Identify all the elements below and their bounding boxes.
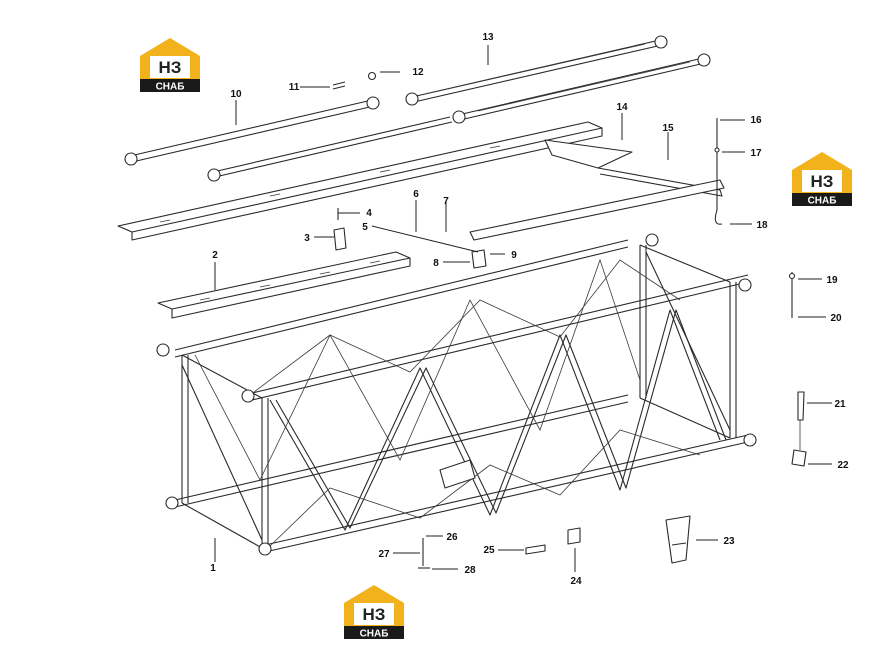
- pin-small: [332, 71, 377, 90]
- tie-rod-upper-2: [452, 53, 711, 124]
- callout-22: 22: [837, 460, 849, 471]
- callout-21: 21: [834, 399, 846, 410]
- lattice-boom-section: [156, 233, 757, 556]
- callout-5: 5: [362, 222, 368, 233]
- callout-20: 20: [830, 313, 842, 324]
- callout-14: 14: [616, 102, 628, 113]
- part-8-9-clip: [471, 249, 487, 269]
- logo-mark: НЗ: [159, 58, 182, 77]
- logo-mark: НЗ: [363, 605, 386, 624]
- logo-right: НЗ СНАБ: [792, 152, 852, 207]
- callout-7: 7: [443, 196, 449, 207]
- callout-17: 17: [750, 148, 762, 159]
- callout-19: 19: [826, 275, 838, 286]
- leader-lines: [214, 45, 832, 572]
- logo-text: СНАБ: [156, 82, 185, 93]
- callout-10: 10: [230, 89, 242, 100]
- callout-28: 28: [464, 565, 476, 576]
- callout-13: 13: [482, 32, 494, 43]
- callout-4: 4: [366, 208, 372, 219]
- callout-27: 27: [378, 549, 390, 560]
- callout-12: 12: [412, 67, 424, 78]
- callout-1: 1: [210, 563, 216, 574]
- callout-23: 23: [723, 536, 735, 547]
- tie-rod-lower: [124, 96, 380, 166]
- logo-mark: НЗ: [811, 172, 834, 191]
- part-19-20-pin: [788, 272, 796, 318]
- callout-2: 2: [212, 250, 218, 261]
- logo-text: СНАБ: [360, 629, 389, 640]
- part-3-bracket: [333, 227, 347, 251]
- logo-text: СНАБ: [808, 196, 837, 207]
- callout-8: 8: [433, 258, 439, 269]
- tie-rod-upper: [405, 35, 668, 106]
- callout-16: 16: [750, 115, 762, 126]
- walkway-plate-lower: [157, 251, 411, 319]
- callout-3: 3: [304, 233, 310, 244]
- logo-top-left: НЗ СНАБ: [140, 38, 200, 93]
- logo-bottom: НЗ СНАБ: [344, 585, 404, 640]
- part-16-17-18-hook: [714, 118, 723, 225]
- callout-15: 15: [662, 123, 674, 134]
- callout-labels: 1 2 3 4 5 6 7 8 9 10 11 12 13 14 15 16 1…: [210, 32, 849, 587]
- part-23-hanger: [665, 515, 691, 564]
- callout-9: 9: [511, 250, 517, 261]
- callout-25: 25: [483, 545, 495, 556]
- callout-26: 26: [446, 532, 458, 543]
- walkway-plate-upper: [117, 121, 725, 241]
- callout-24: 24: [570, 576, 582, 587]
- part-24-25-clamp: [525, 527, 581, 555]
- callout-6: 6: [413, 189, 419, 200]
- part-21-22-latch: [791, 391, 807, 467]
- callout-11: 11: [289, 82, 300, 93]
- tie-rod-lower-2: [207, 116, 453, 182]
- callout-18: 18: [756, 220, 768, 231]
- part-26-27-28-bolt: [418, 538, 430, 569]
